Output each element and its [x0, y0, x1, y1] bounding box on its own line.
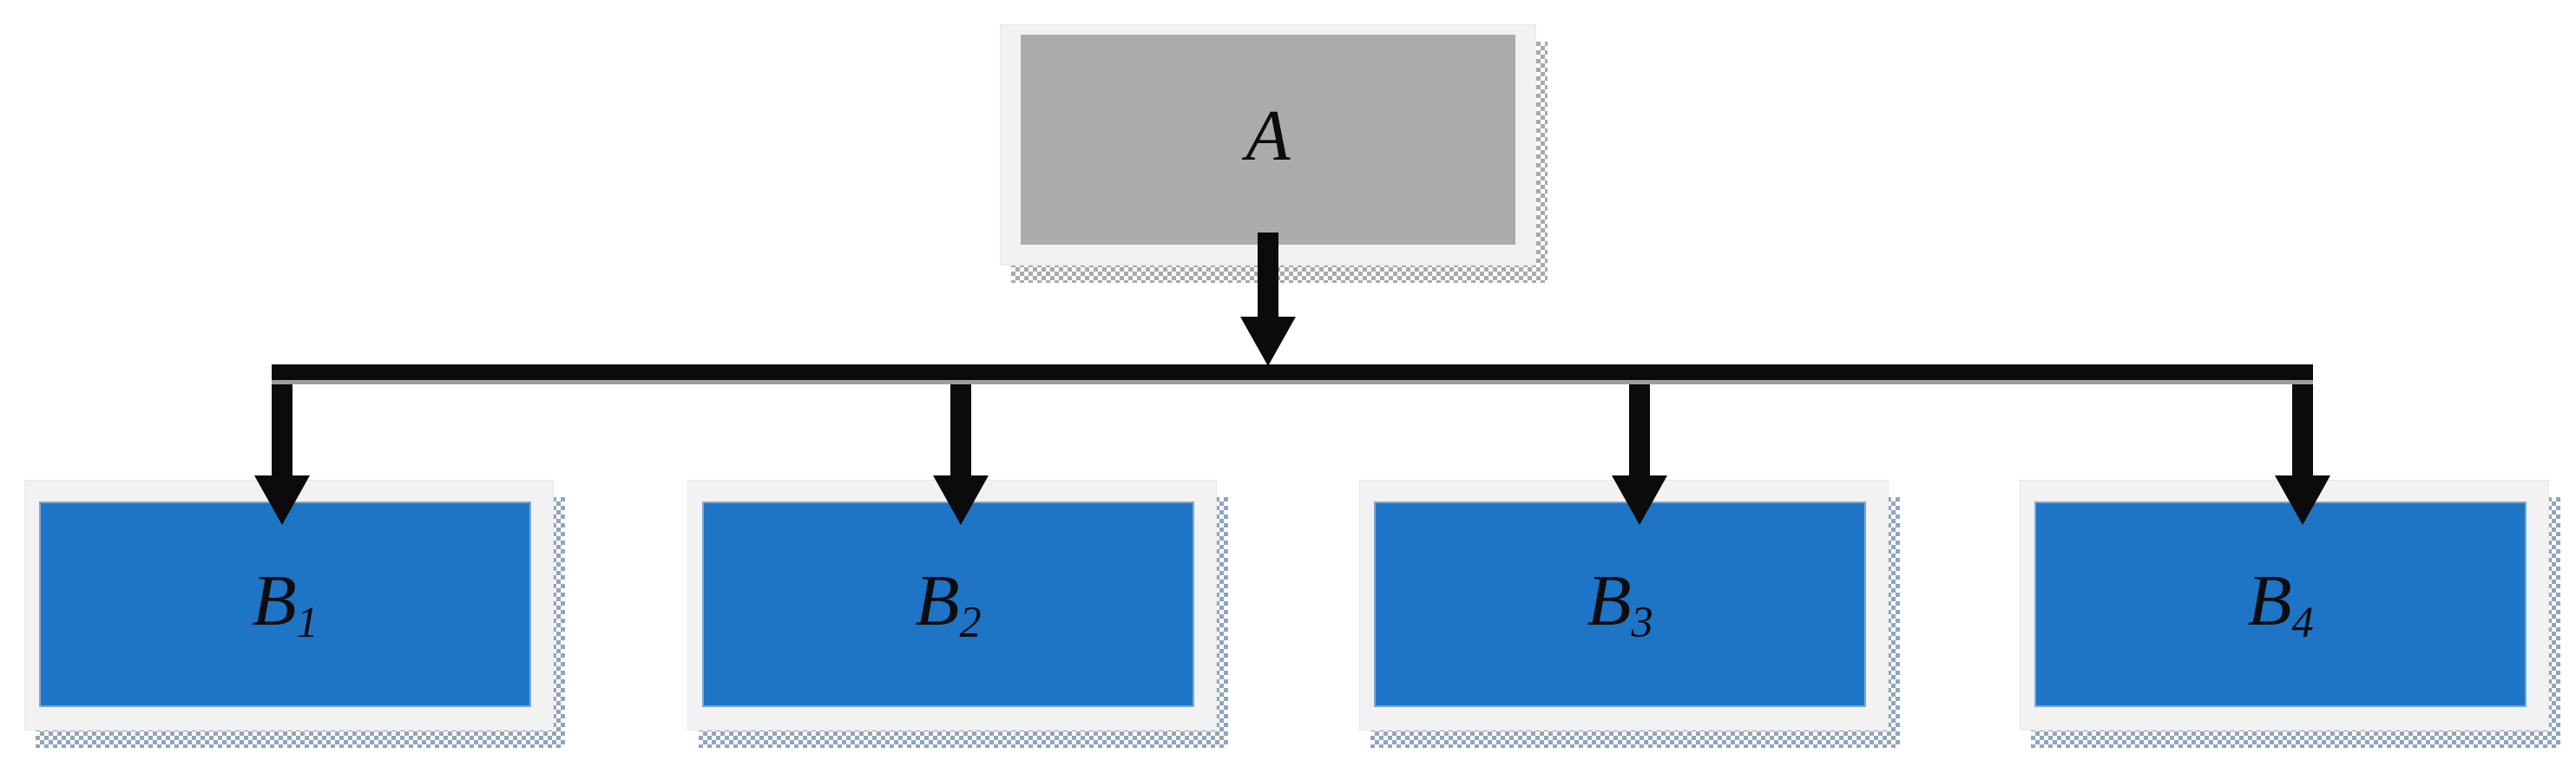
node-b1-label: B1: [252, 560, 319, 646]
node-b4: B4: [2020, 480, 2560, 748]
edge-b4-shaft: [2292, 364, 2313, 475]
node-b4-fill: B4: [2034, 501, 2527, 707]
node-b3-label: B3: [1587, 560, 1653, 646]
edge-b3-shaft: [1629, 364, 1650, 475]
arrowhead-b1-down-icon: [254, 475, 310, 525]
node-b2-fill: B2: [702, 501, 1194, 707]
edge-b2-shaft: [950, 364, 971, 475]
node-a-fill: A: [1021, 35, 1515, 245]
edge-a-shaft: [1258, 233, 1278, 318]
node-a: A: [1000, 24, 1548, 283]
arrowhead-b4-down-icon: [2275, 475, 2330, 525]
arrowhead-b2-down-icon: [933, 475, 989, 525]
node-b3-fill: B3: [1374, 501, 1866, 707]
node-b1: B1: [24, 480, 565, 748]
node-a-label: A: [1245, 95, 1291, 177]
node-b2-label: B2: [915, 560, 982, 646]
connector-horizontal-line: [272, 364, 2313, 380]
node-b1-fill: B1: [39, 501, 531, 707]
node-b4-label: B4: [2247, 560, 2314, 646]
arrowhead-b3-down-icon: [1612, 475, 1667, 525]
node-b2: B2: [687, 480, 1228, 748]
arrowhead-a-down-icon: [1240, 317, 1296, 366]
edge-b1-shaft: [272, 364, 292, 475]
